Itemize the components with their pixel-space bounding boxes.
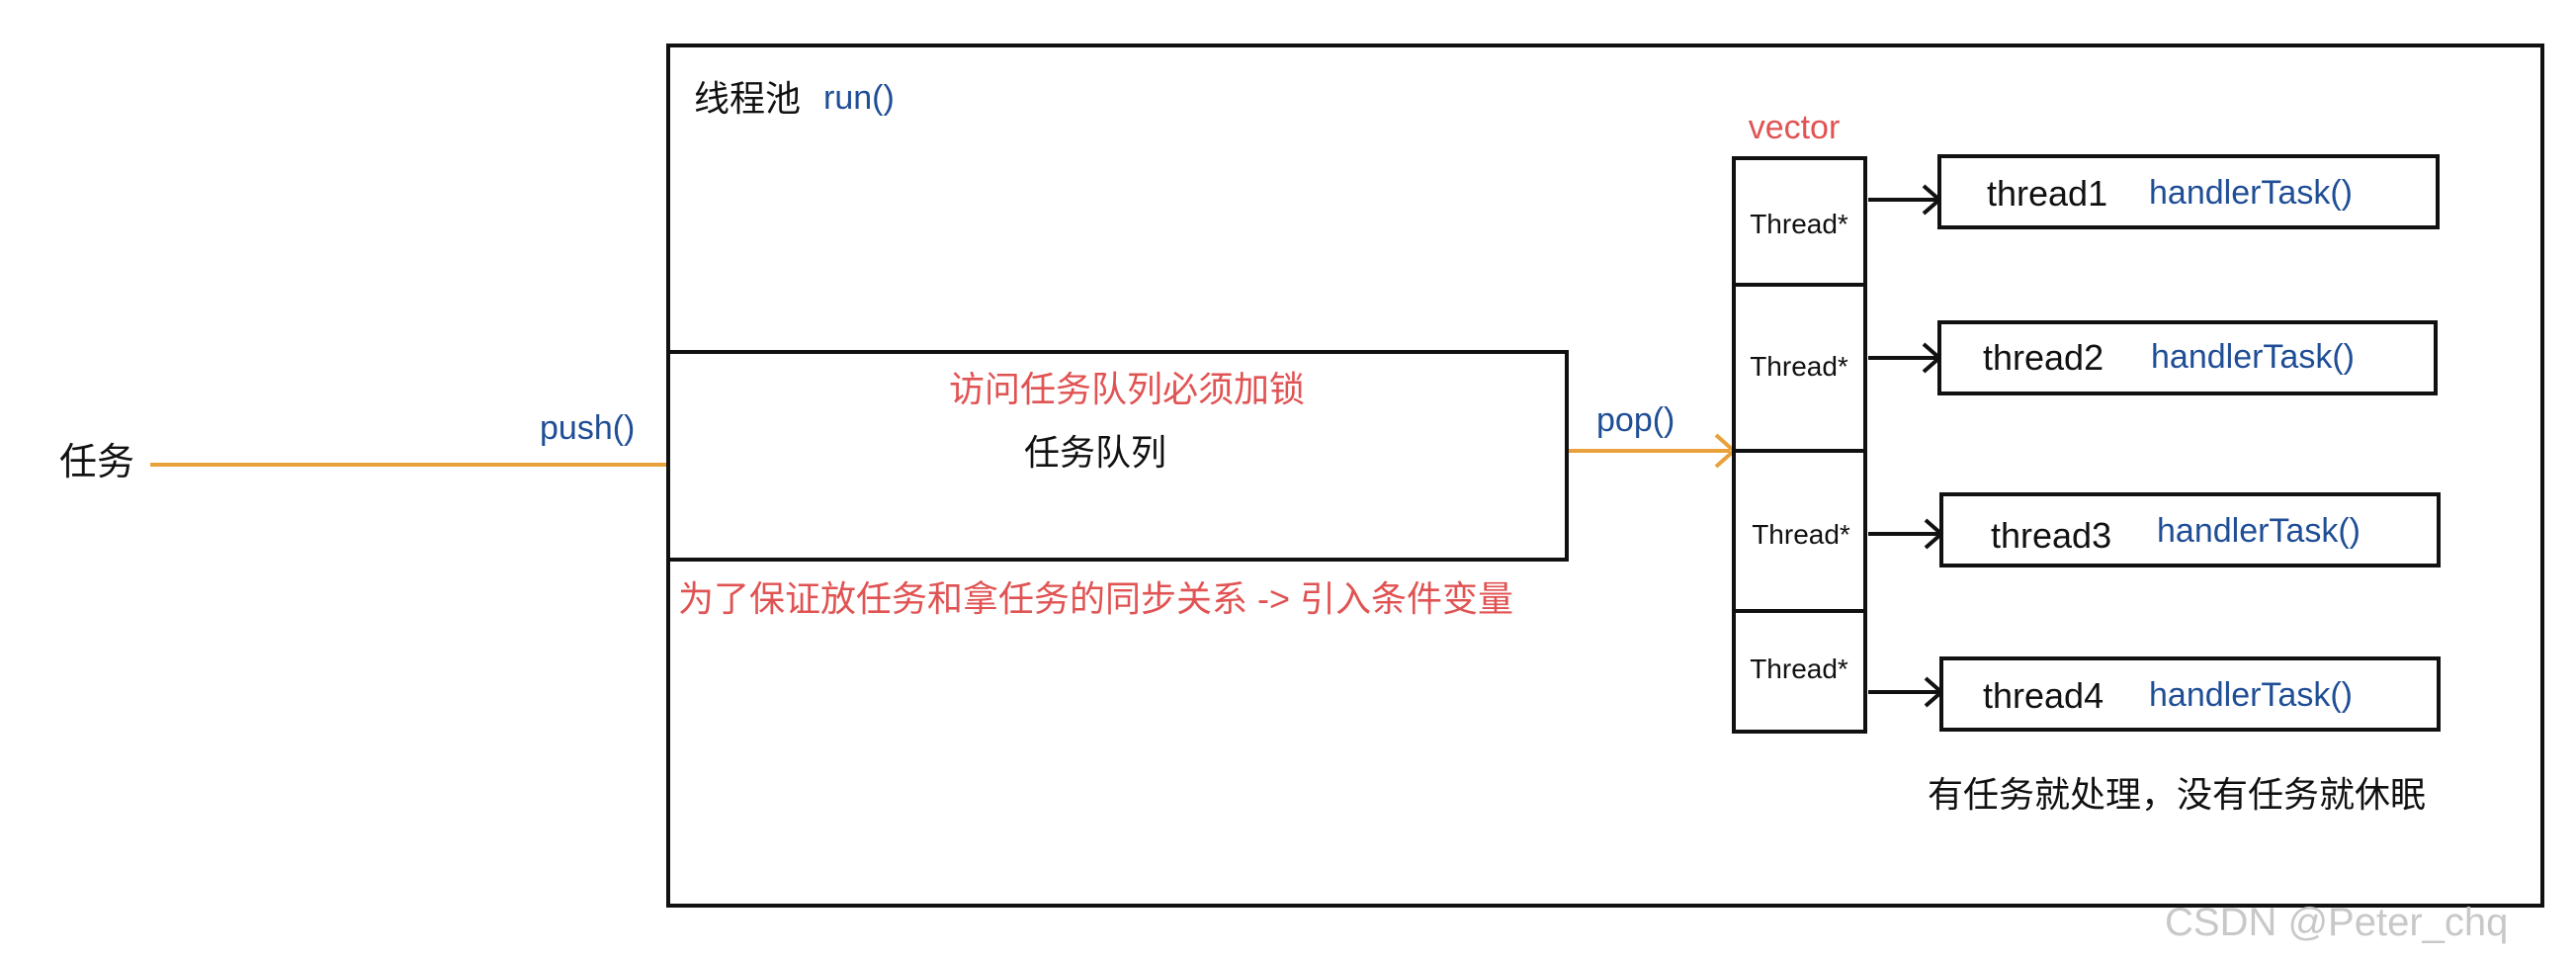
thread-name-2: thread2 (1983, 337, 2104, 378)
thread-name-4: thread4 (1983, 675, 2104, 716)
vector-cell-4: Thread* (1750, 654, 1848, 684)
thread-box-4 (1939, 656, 2441, 732)
task-queue-box (666, 350, 1569, 562)
run-method-label: run() (823, 79, 895, 117)
queue-lock-note: 访问任务队列必须加锁 (949, 369, 1305, 409)
thread-handler-3: handlerTask() (2157, 512, 2361, 550)
push-method-label: push() (540, 409, 635, 447)
thread-name-3: thread3 (1991, 515, 2111, 556)
task-queue-label: 任务队列 (1024, 432, 1166, 473)
vector-cell-1: Thread* (1750, 209, 1848, 239)
thread-handler-1: handlerTask() (2149, 174, 2353, 212)
behavior-note: 有任务就处理，没有任务就休眠 (1928, 774, 2426, 815)
thread-handler-2: handlerTask() (2151, 338, 2355, 376)
watermark: CSDN @Peter_chq (2165, 901, 2508, 944)
thread-box-1 (1937, 154, 2440, 229)
pop-method-label: pop() (1596, 401, 1674, 439)
thread-name-1: thread1 (1987, 173, 2107, 214)
task-label: 任务 (59, 442, 134, 483)
thread-box-3 (1939, 492, 2441, 567)
vector-box (1732, 156, 1867, 734)
vector-cell-3: Thread* (1752, 519, 1850, 550)
sync-note: 为了保证放任务和拿任务的同步关系 -> 引入条件变量 (678, 578, 1513, 619)
thread-box-2 (1937, 320, 2438, 395)
vector-label: vector (1749, 109, 1841, 146)
thread-handler-4: handlerTask() (2149, 676, 2353, 714)
thread-pool-title: 线程池 (694, 78, 801, 119)
vector-cell-2: Thread* (1750, 351, 1848, 382)
